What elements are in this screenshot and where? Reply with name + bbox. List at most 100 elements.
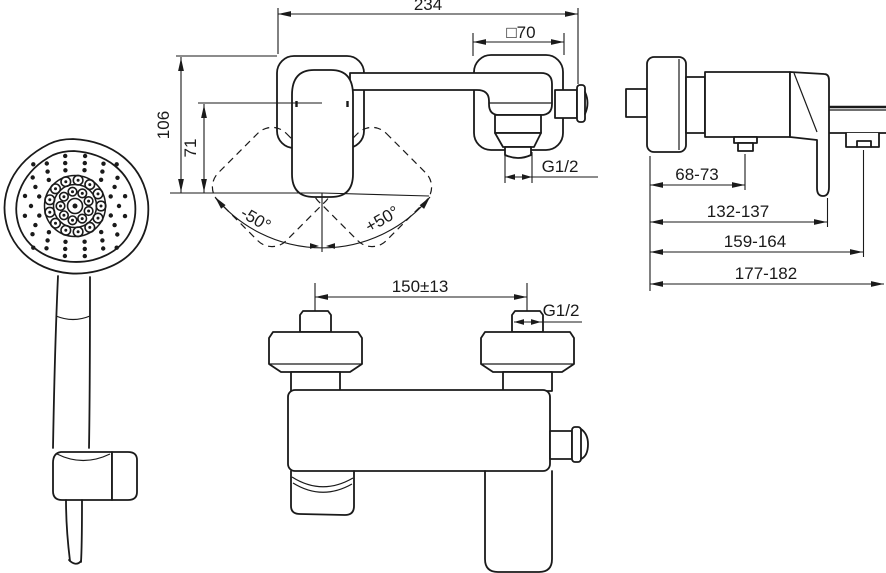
dim-arrowhead [850,249,863,255]
thread-label-exposed: G1/2 [543,301,580,320]
nozzle [66,197,84,215]
nozzle [96,216,100,220]
nozzle [37,213,42,218]
nozzle [30,232,35,237]
nozzle [72,174,84,186]
dim-arrowhead [522,174,532,180]
side-outlet-cap [584,91,589,115]
view-wall-mixer-front [211,54,589,248]
view-side-mixer [625,56,886,197]
dim-label-150: 150±13 [392,277,449,296]
nozzle [44,194,56,206]
dim-arrowhead [814,219,827,225]
dim-arrowhead [315,294,328,300]
view-hand-shower [3,138,150,565]
nozzle [101,246,106,251]
nozzle [72,226,84,238]
nozzle [88,225,92,229]
angle-leg-right [321,192,430,197]
nozzle [100,238,105,243]
nozzle [115,232,120,237]
dim-arrowhead [310,243,319,249]
nozzle [112,222,117,228]
lever-handle-down [484,470,553,573]
dimension-arrowheads [178,11,884,325]
side-outlet-flange [576,84,586,123]
nozzle [67,215,78,226]
nozzle [76,230,80,234]
nozzle [72,203,78,209]
nozzle [82,153,88,159]
side-outlet [554,89,578,119]
dim-label-71: 71 [181,139,200,158]
nozzle [87,209,91,213]
nozzle [54,187,57,191]
nozzle [22,193,28,199]
nozzle [80,191,84,195]
nozzle [76,178,80,182]
nozzle [82,160,88,166]
spout-front [290,470,355,516]
nozzle [83,205,94,217]
shower-holder-cradle [56,453,111,462]
dim-arrowhead [871,281,884,287]
nozzle [99,229,104,235]
nozzle [55,200,66,212]
nozzle [33,184,38,190]
nozzle [108,194,113,199]
shower-holder-body [52,451,113,501]
hose-outlet-cap [580,428,589,460]
dim-arrowhead [473,39,486,45]
inlet-neck-left [290,371,341,392]
dim-label-106: 106 [154,111,173,139]
nozzle [31,245,36,250]
spout-arm [349,72,553,116]
view-exposed-mixer-front [268,310,589,573]
nozzle [22,213,28,218]
dim-arrowhead [650,249,663,255]
dim-arrowhead [732,182,745,188]
inlet-stub-left [299,310,332,333]
nozzle [122,194,128,199]
nozzle [114,245,119,250]
nozzle [62,160,68,166]
nozzle [48,210,52,214]
nozzle [101,161,106,166]
mixer-body-side [704,71,791,138]
nozzle [54,221,57,225]
thread-label-wall: G1/2 [542,157,579,176]
angle-label-plus50: +50° [362,202,402,236]
shower-hose-end [68,559,82,565]
nozzle [44,161,49,166]
dim-arrowhead [326,243,335,249]
nozzle [71,190,74,194]
dim-label-177-182: 177-182 [735,264,797,283]
nozzle [116,203,122,209]
nozzle [100,169,105,174]
nozzle [88,183,92,187]
dim-arrowhead [650,219,663,225]
nozzle [37,194,42,199]
shower-face-plate [15,150,137,263]
dim-arrowhead [201,179,207,192]
nozzle [59,204,62,208]
nozzle [33,222,38,228]
dim-arrowhead [215,197,226,209]
nozzle [46,230,52,235]
shower-handle-seam [55,315,91,321]
nozzle [77,213,88,224]
dimension-labels: 234 □70 106 71 -50° +50° G1/2 68-73 132-… [154,0,797,320]
nozzle [49,217,62,229]
nozzle [44,246,49,251]
hose-outlet-flange [571,426,582,463]
nozzle [30,175,35,180]
nozzle [62,195,66,199]
dim-arrowhead [531,319,541,325]
shower-handle-left-edge [52,275,59,449]
dim-arrowhead [514,294,527,300]
spout-neck [494,114,542,134]
nozzle [48,198,52,202]
dim-arrowhead [178,58,184,71]
